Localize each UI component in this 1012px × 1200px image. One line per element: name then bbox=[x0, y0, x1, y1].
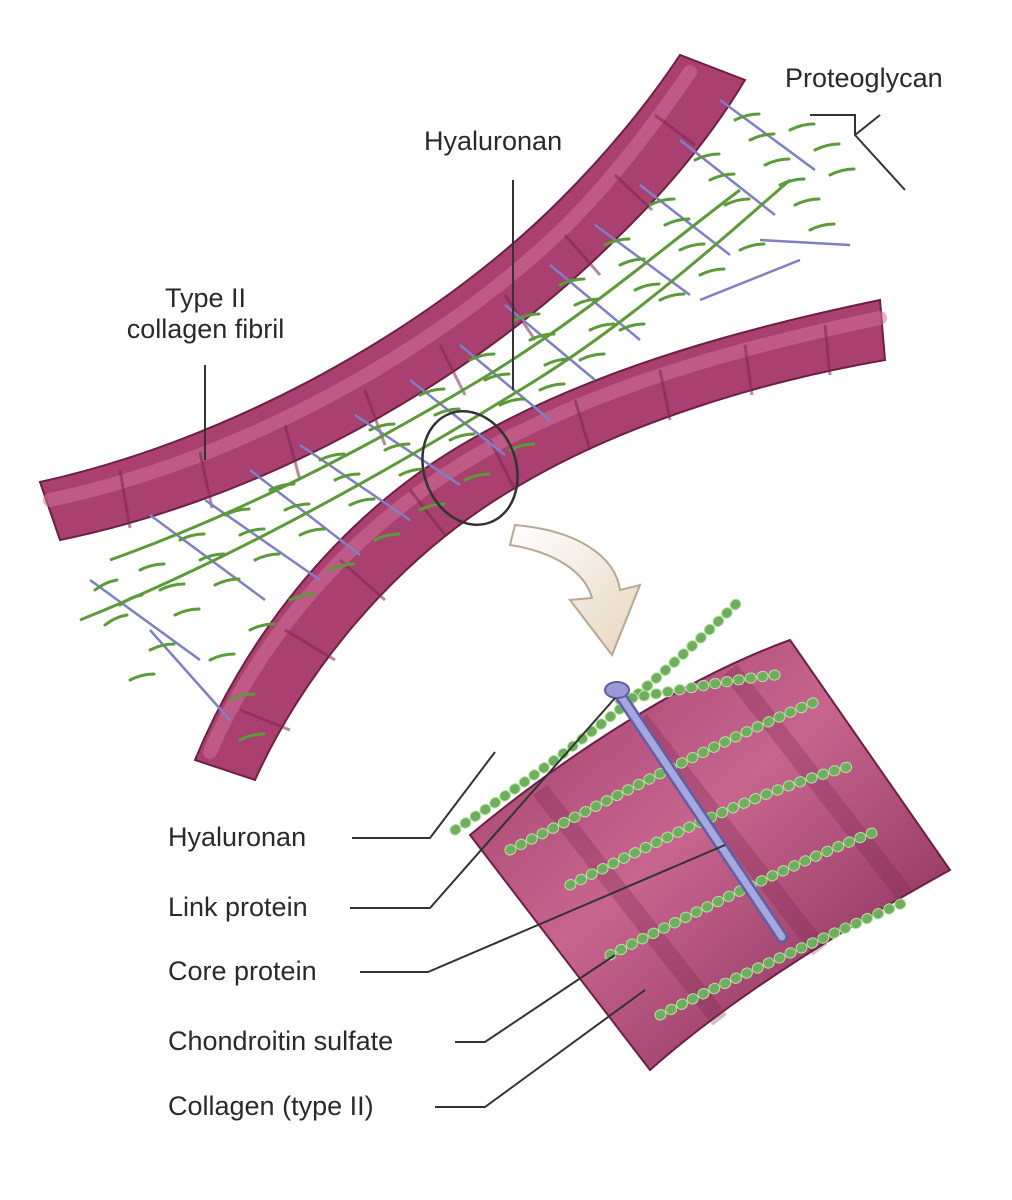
fibril-banding bbox=[118, 113, 832, 732]
legend-core-protein: Core protein bbox=[168, 956, 317, 986]
bead-chains bbox=[449, 594, 916, 1021]
legend-chondroitin-sulfate: Chondroitin sulfate bbox=[168, 1026, 394, 1056]
label-hyaluronan-top: Hyaluronan bbox=[424, 126, 563, 156]
chondroitin-sulfate-chains bbox=[93, 112, 856, 742]
label-type2-fibril: Type II collagen fibril bbox=[103, 283, 308, 345]
label-type2-line1: Type II bbox=[164, 283, 247, 313]
collagen-fibril-upper bbox=[38, 53, 747, 542]
label-proteoglycan: Proteoglycan bbox=[785, 63, 943, 93]
legend-collagen-type2: Collagen (type II) bbox=[168, 1091, 374, 1121]
leader-lines bbox=[204, 114, 906, 1108]
magnified-collagen-block bbox=[468, 638, 952, 1072]
magnify-ellipse bbox=[421, 410, 519, 526]
legend-link-protein: Link protein bbox=[168, 892, 308, 922]
label-type2-line2: collagen fibril bbox=[126, 314, 285, 345]
legend-hyaluronan: Hyaluronan bbox=[168, 822, 307, 852]
collagen-fibril-lower bbox=[193, 298, 887, 782]
zoom-arrow bbox=[508, 523, 642, 658]
core-protein-rod bbox=[604, 681, 788, 943]
